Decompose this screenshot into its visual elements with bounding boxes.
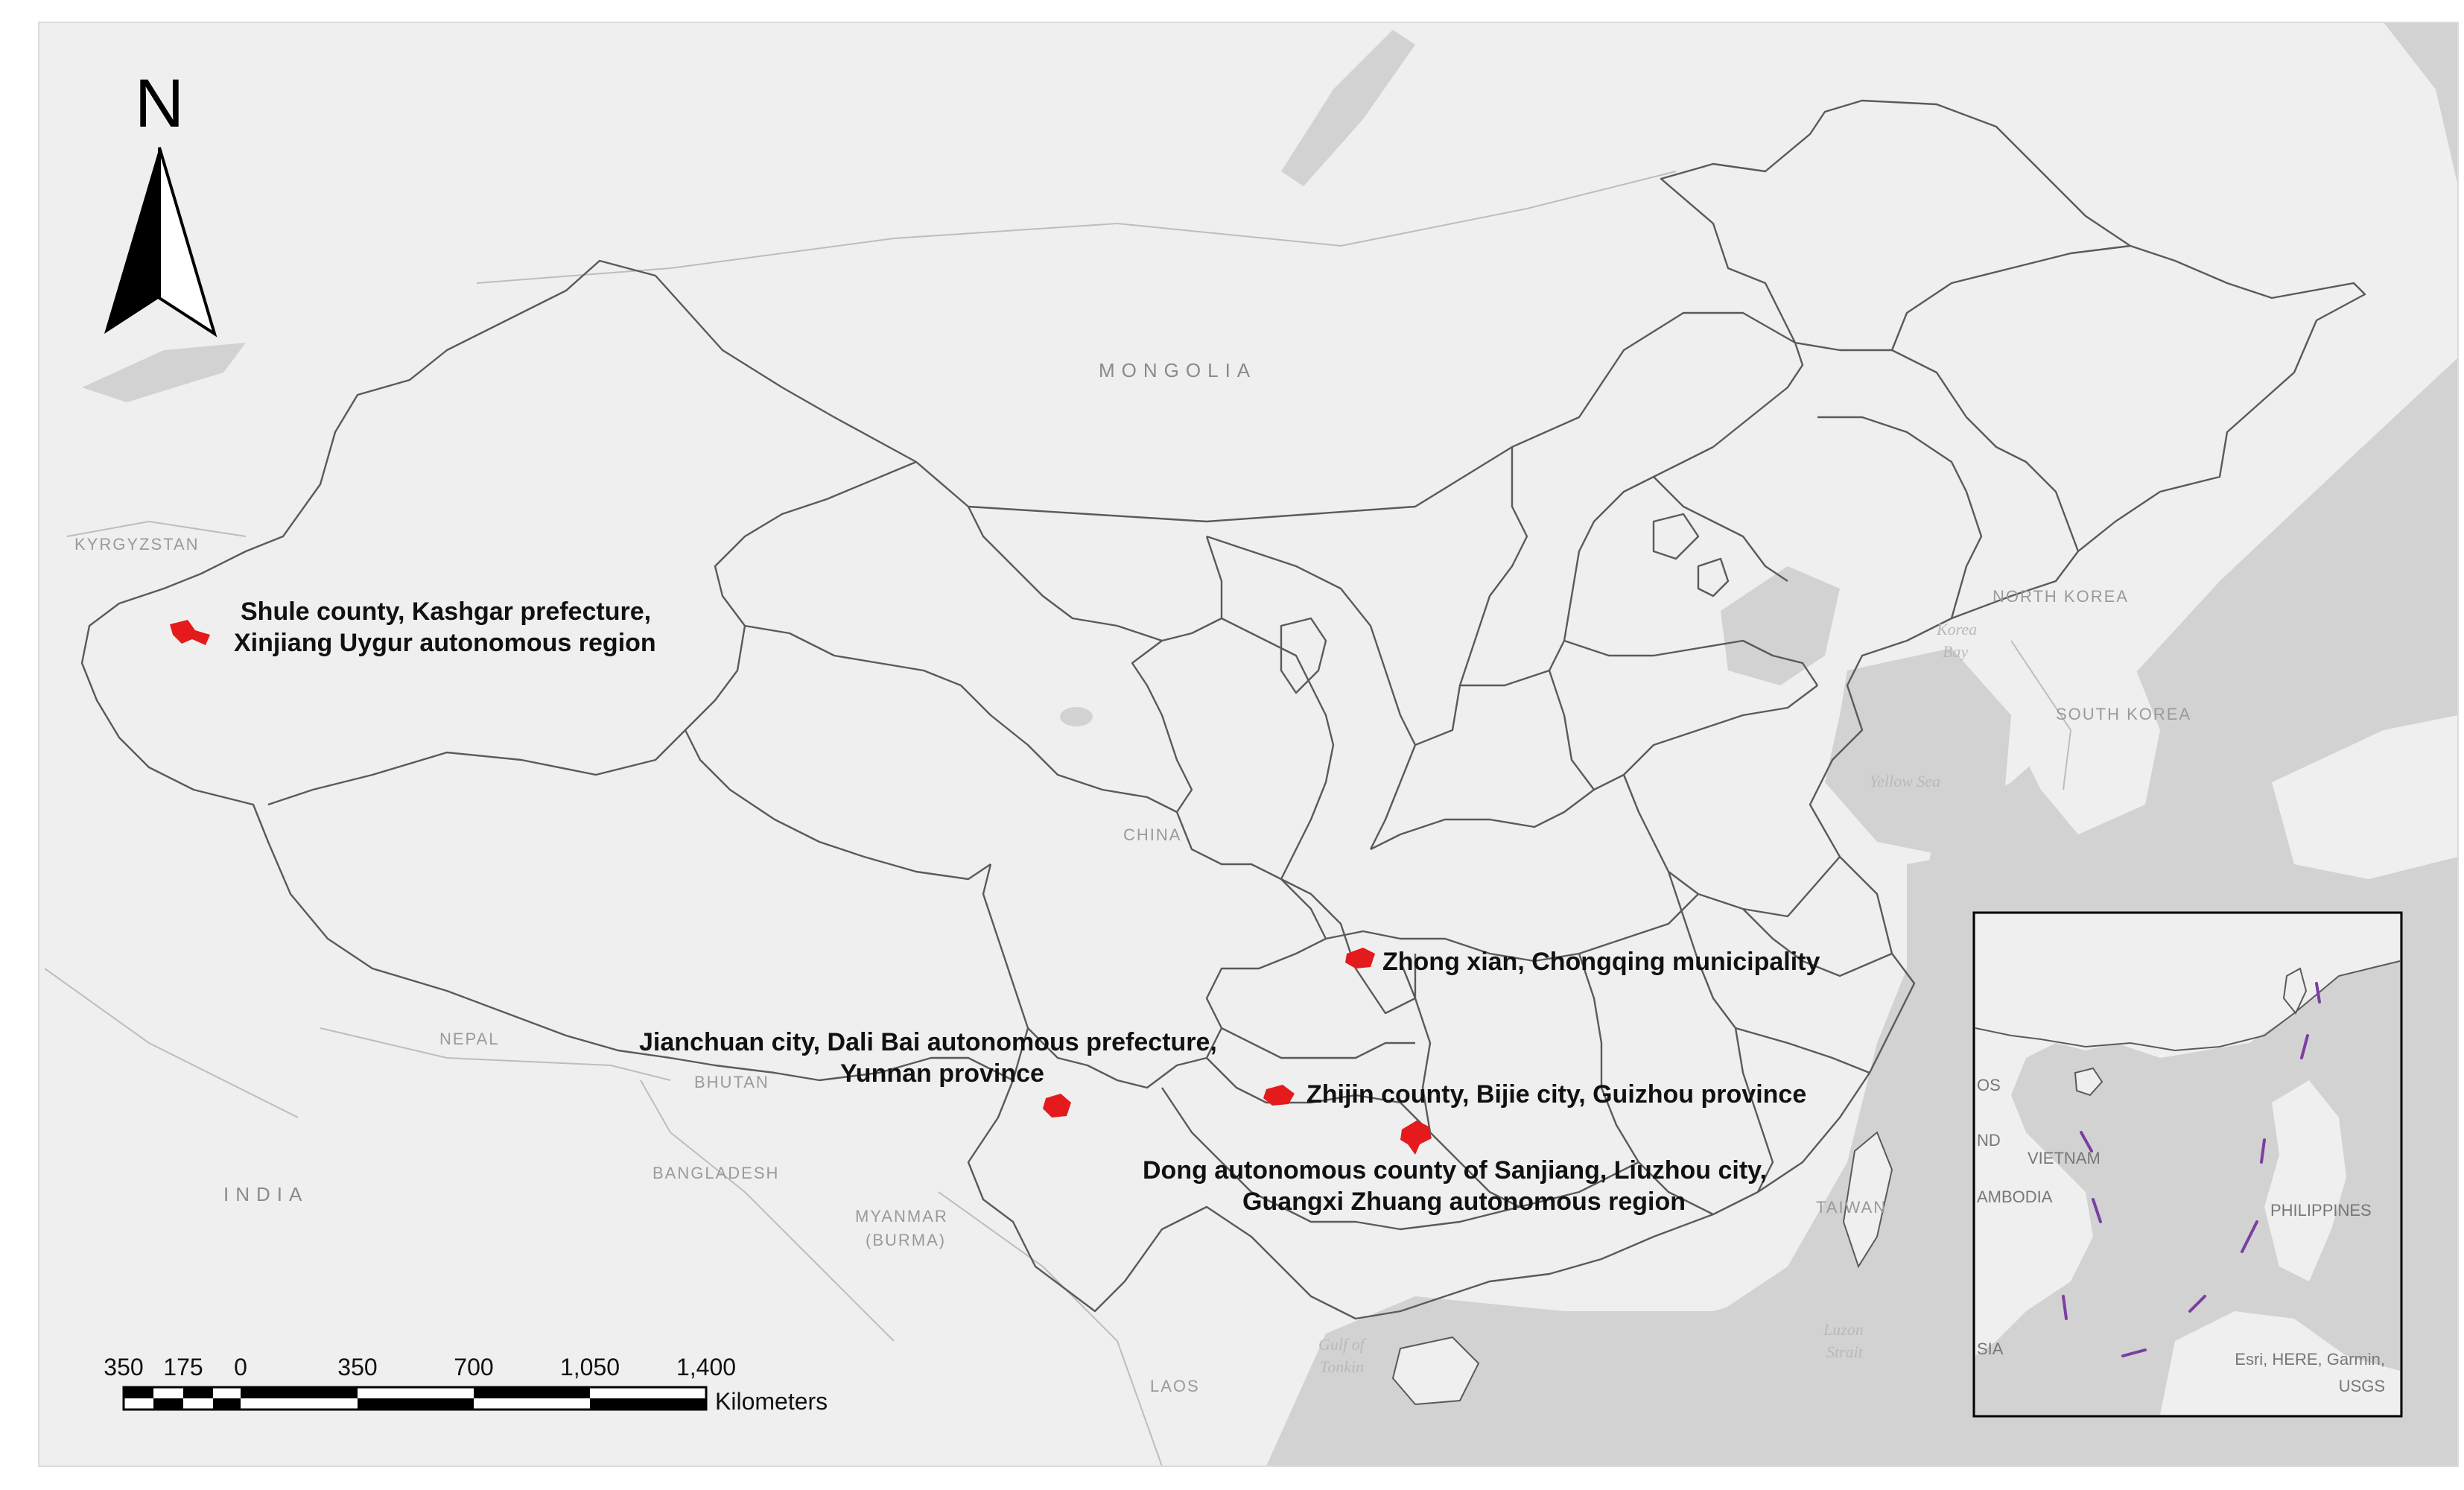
site-label-zhong-xian: Zhong xian, Chongqing municipality — [1382, 948, 1820, 976]
taiwan-island — [1842, 1131, 1893, 1269]
site-label-shule-line1: Shule county, Kashgar prefecture, — [241, 597, 651, 626]
site-label-shule-line2: Xinjiang Uygur autonomous region — [234, 629, 656, 657]
scale-unit: Kilometers — [715, 1388, 828, 1415]
lake-baikal — [1281, 30, 1415, 186]
china-provinces — [80, 99, 2366, 1320]
label-luzon-strait-2: Strait — [1826, 1342, 1864, 1361]
scale-bar-ticks: 350 175 0 350 700 1,050 1,400 — [104, 1354, 736, 1380]
map-frame — [38, 22, 2459, 1467]
inset-land-mainland — [1975, 914, 2400, 1356]
bohai-sea — [1721, 566, 1840, 685]
lake-balkhash — [82, 343, 246, 402]
label-nepal: NEPAL — [439, 1030, 500, 1048]
inset-land-philippines — [2264, 1080, 2346, 1281]
scale-tick-3: 350 — [337, 1354, 377, 1380]
north-arrow-label: N — [135, 66, 184, 142]
country-labels: MONGOLIA KYRGYZSTAN NORTH KOREA SOUTH KO… — [74, 359, 2191, 1395]
attribution-line2: USGS — [2339, 1377, 2385, 1395]
site-marker-sanjiang[interactable] — [1400, 1120, 1432, 1155]
scale-tick-0: 350 — [104, 1354, 143, 1380]
yellow-sea — [1825, 648, 2011, 857]
label-yellow-sea: Yellow Sea — [1870, 772, 1940, 790]
site-label-jianchuan-line1: Jianchuan city, Dali Bai autonomous pref… — [639, 1028, 1217, 1056]
inset-label-vietnam: VIETNAM — [2028, 1149, 2101, 1167]
site-markers — [170, 620, 1432, 1155]
attribution-line1: Esri, HERE, Garmin, — [2235, 1350, 2385, 1369]
nine-dash-line — [2062, 982, 2321, 1357]
label-north-korea: NORTH KOREA — [1993, 587, 2129, 606]
site-labels: Shule county, Kashgar prefecture, Xinjia… — [234, 597, 1820, 1216]
inset-land-borneo — [2160, 1311, 2400, 1415]
country-borders — [44, 171, 2072, 1467]
land-japan — [2272, 715, 2458, 879]
label-south-korea: SOUTH KOREA — [2056, 705, 2191, 723]
site-marker-zhijin[interactable] — [1263, 1085, 1295, 1106]
label-china: CHINA — [1123, 825, 1181, 844]
inset-label-sia: SIA — [1977, 1340, 2004, 1358]
south-china-sea — [1266, 1266, 1966, 1466]
label-india: INDIA — [223, 1183, 308, 1205]
scale-bar: 350 175 0 350 700 1,050 1,400 Kilometers — [104, 1354, 828, 1415]
sea-labels: Yellow Sea Korea Bay Gulf of Tonkin Luzo… — [1318, 620, 1977, 1376]
qinghai-lake — [1060, 707, 1093, 726]
scale-tick-4: 700 — [454, 1354, 493, 1380]
land-mass — [39, 22, 2458, 1466]
site-marker-jianchuan[interactable] — [1043, 1094, 1071, 1118]
inset-label-os: OS — [1977, 1076, 2001, 1094]
label-bhutan: BHUTAN — [694, 1073, 769, 1091]
north-arrow: N — [104, 66, 217, 337]
inset-land-taiwan — [2282, 967, 2308, 1015]
label-luzon-strait-1: Luzon — [1823, 1320, 1864, 1339]
site-label-zhijin: Zhijin county, Bijie city, Guizhou provi… — [1306, 1080, 1806, 1109]
inset-label-cambodia: AMBODIA — [1977, 1188, 2053, 1206]
north-arrow-icon-left — [104, 148, 159, 334]
site-marker-shule[interactable] — [170, 620, 210, 645]
land-korea-peninsula — [2004, 611, 2160, 834]
china-outline — [80, 99, 2366, 1320]
inset-label-nd: ND — [1977, 1131, 2001, 1150]
scale-tick-1: 175 — [163, 1354, 203, 1380]
label-korea-bay-2: Bay — [1943, 642, 1968, 661]
label-kyrgyzstan: KYRGYZSTAN — [74, 535, 200, 554]
inset-land-hainan — [2074, 1067, 2103, 1097]
label-taiwan: TAIWAN — [1816, 1198, 1887, 1217]
inset-china-border — [1975, 960, 2401, 1052]
label-mongolia: MONGOLIA — [1099, 359, 1257, 381]
scale-tick-5: 1,050 — [560, 1354, 620, 1380]
inset-label-philippines: PHILIPPINES — [2270, 1201, 2372, 1220]
hainan-island — [1391, 1336, 1480, 1406]
label-myanmar: MYANMAR — [855, 1207, 948, 1226]
scale-tick-2: 0 — [234, 1354, 247, 1380]
north-arrow-icon-right — [158, 147, 217, 337]
label-korea-bay-1: Korea — [1936, 620, 1977, 638]
inset-map: VIETNAM AMBODIA PHILIPPINES ND SIA OS Es… — [1972, 911, 2403, 1418]
site-label-sanjiang-line1: Dong autonomous county of Sanjiang, Liuz… — [1143, 1156, 1767, 1185]
site-label-sanjiang-line2: Guangxi Zhuang autonomous region — [1242, 1188, 1686, 1216]
site-label-jianchuan-line2: Yunnan province — [840, 1059, 1044, 1088]
label-bangladesh: BANGLADESH — [652, 1164, 779, 1182]
label-laos: LAOS — [1150, 1377, 1200, 1395]
label-burma: (BURMA) — [866, 1231, 946, 1249]
scale-tick-6: 1,400 — [676, 1354, 736, 1380]
label-gulf-of-tonkin-2: Tonkin — [1320, 1357, 1364, 1376]
site-marker-zhong-xian[interactable] — [1345, 948, 1375, 968]
label-gulf-of-tonkin-1: Gulf of — [1318, 1335, 1367, 1354]
